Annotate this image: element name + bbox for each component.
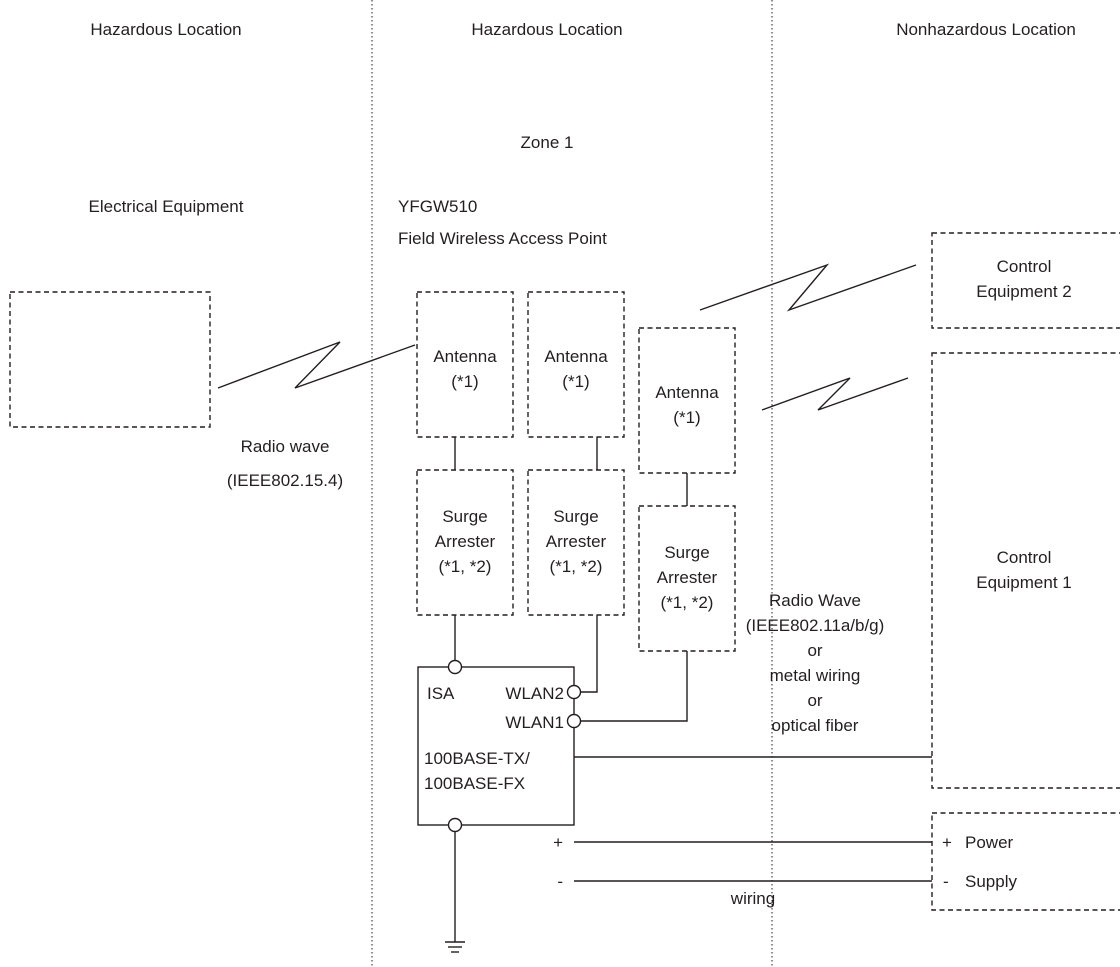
- ground-icon: [445, 831, 465, 953]
- isa-port: [447, 659, 463, 675]
- device-model-label: YFGW510: [398, 197, 477, 216]
- antenna-2: Antenna (*1): [527, 291, 625, 438]
- radio-wave-15-4-line1: Radio wave: [241, 437, 330, 456]
- antenna-2-note: (*1): [562, 372, 589, 391]
- wire-surge-3-to-wlan1: [580, 651, 688, 722]
- wlan2-port: [566, 684, 582, 700]
- radio-wave-11-line1: Radio Wave: [769, 591, 861, 610]
- surge-arrester-3-line1: Surge: [664, 543, 709, 562]
- control-equipment-1-line1: Control: [997, 548, 1052, 567]
- control-equipment-2-box: [931, 232, 1120, 329]
- wiring-label: wiring: [730, 889, 775, 908]
- surge-arrester-2-line1: Surge: [553, 507, 598, 526]
- antenna-3: Antenna (*1): [638, 327, 736, 474]
- region-header-middle: Hazardous Location: [471, 20, 622, 39]
- ethernet-port-label-1: 100BASE-TX/: [424, 749, 530, 768]
- radio-wave-11-line5: or: [807, 691, 822, 710]
- zone-label: Zone 1: [521, 133, 574, 152]
- antenna-1-label: Antenna: [433, 347, 497, 366]
- isa-port-label: ISA: [427, 684, 455, 703]
- wlan1-port-label: WLAN1: [505, 713, 564, 732]
- surge-arrester-1-line2: Arrester: [435, 532, 496, 551]
- radio-wave-11-line3: or: [807, 641, 822, 660]
- access-point-box: [417, 666, 575, 826]
- radio-wave-11-zigzag-lower: [761, 377, 909, 411]
- device-name-label: Field Wireless Access Point: [398, 229, 607, 248]
- radio-wave-11-line2: (IEEE802.11a/b/g): [746, 616, 885, 635]
- antenna-2-box: [527, 291, 625, 438]
- antenna-3-note: (*1): [673, 408, 700, 427]
- surge-arrester-2-line2: Arrester: [546, 532, 607, 551]
- power-supply: + Power - Supply: [931, 812, 1120, 911]
- wire-surge-2-to-wlan2: [580, 615, 598, 693]
- control-equipment-2-line2: Equipment 2: [976, 282, 1071, 301]
- control-equipment-2-line1: Control: [997, 257, 1052, 276]
- power-supply-box: [931, 812, 1120, 911]
- surge-arrester-1-note: (*1, *2): [439, 557, 492, 576]
- antenna-2-label: Antenna: [544, 347, 608, 366]
- surge-arrester-1: Surge Arrester (*1, *2): [416, 469, 514, 616]
- power-supply-supply-label: Supply: [965, 872, 1017, 891]
- surge-arrester-1-line1: Surge: [442, 507, 487, 526]
- surge-arrester-3: Surge Arrester (*1, *2): [638, 505, 736, 652]
- radio-wave-11-zigzag-upper: [699, 263, 917, 312]
- power-supply-minus: -: [943, 872, 949, 891]
- wlan1-port: [566, 713, 582, 729]
- radio-wave-11-line6: optical fiber: [772, 716, 859, 735]
- surge-arrester-3-line2: Arrester: [657, 568, 718, 587]
- antenna-1-box: [416, 291, 514, 438]
- antenna-3-label: Antenna: [655, 383, 719, 402]
- control-equipment-1-line2: Equipment 1: [976, 573, 1071, 592]
- ground-port: [447, 817, 463, 833]
- surge-arrester-2: Surge Arrester (*1, *2): [527, 469, 625, 616]
- electrical-equipment-box: [9, 291, 211, 428]
- ethernet-port-label-2: 100BASE-FX: [424, 774, 525, 793]
- minus-terminal-label: -: [557, 872, 563, 891]
- region-header-left: Hazardous Location: [90, 20, 241, 39]
- control-equipment-2: Control Equipment 2: [931, 232, 1120, 329]
- plus-terminal-label: +: [553, 833, 563, 852]
- surge-arrester-3-note: (*1, *2): [661, 593, 714, 612]
- power-supply-power-label: Power: [965, 833, 1014, 852]
- surge-arrester-2-note: (*1, *2): [550, 557, 603, 576]
- control-equipment-1: Control Equipment 1: [931, 352, 1120, 789]
- radio-wave-15-4-zigzag: [217, 341, 416, 389]
- radio-wave-15-4-line2: (IEEE802.15.4): [227, 471, 343, 490]
- power-supply-plus: +: [942, 833, 952, 852]
- radio-wave-11-line4: metal wiring: [770, 666, 861, 685]
- antenna-1-note: (*1): [451, 372, 478, 391]
- antenna-1: Antenna (*1): [416, 291, 514, 438]
- surge-arrester-1-box: [416, 469, 514, 616]
- control-equipment-1-box: [931, 352, 1120, 789]
- wlan2-port-label: WLAN2: [505, 684, 564, 703]
- region-header-right: Nonhazardous Location: [896, 20, 1076, 39]
- electrical-equipment-label: Electrical Equipment: [89, 197, 244, 216]
- surge-arrester-2-box: [527, 469, 625, 616]
